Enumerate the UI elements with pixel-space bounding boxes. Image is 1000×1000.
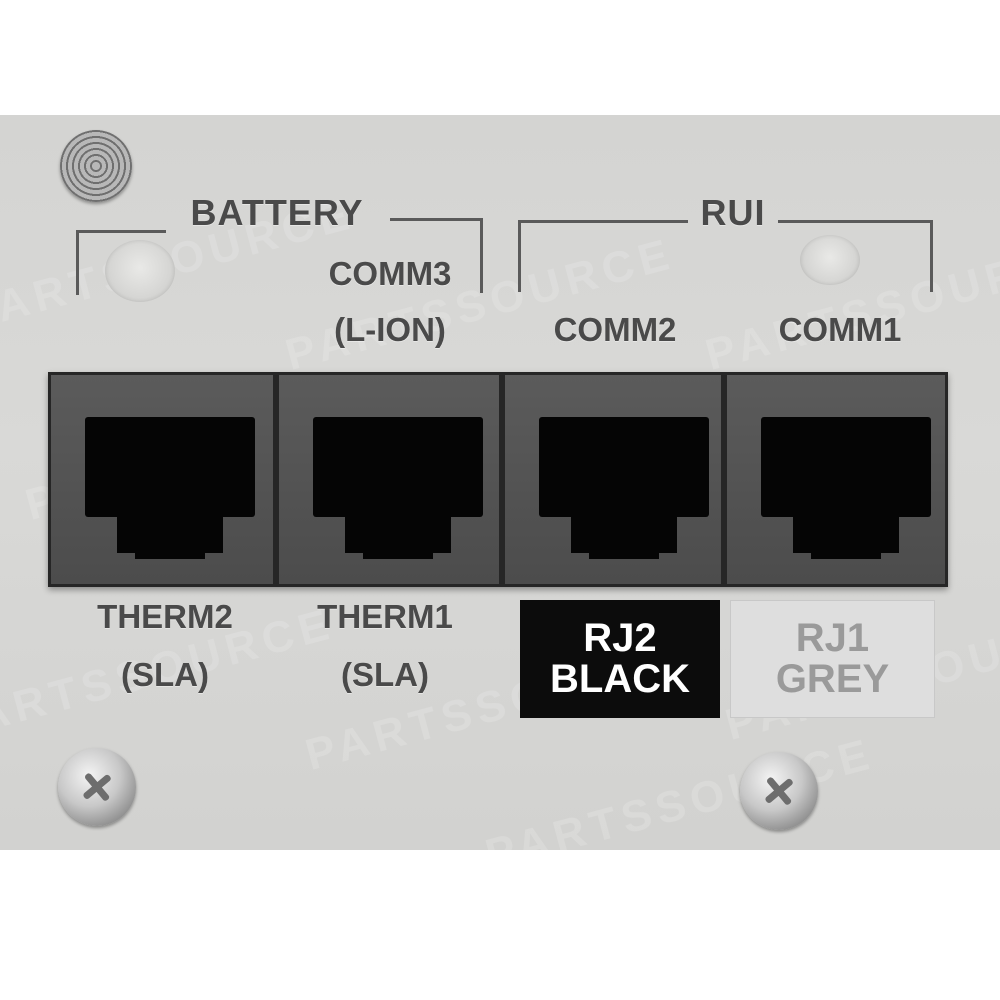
comm2-label: COMM2 (553, 311, 677, 348)
rui-bracket-right (778, 220, 933, 223)
socket-tab (135, 551, 205, 559)
phillips-screw-icon (740, 752, 818, 830)
socket-opening (761, 417, 931, 517)
rui-bracket-left-leg (518, 220, 521, 292)
rui-group-label: RUI (700, 192, 766, 233)
rj2-tag-line2: BLACK (550, 656, 690, 701)
comm3-label: COMM3 (328, 255, 452, 292)
comm1-label: COMM1 (778, 311, 902, 348)
threaded-screw-icon (60, 130, 132, 202)
socket-opening (539, 417, 709, 517)
socket-opening (85, 417, 255, 517)
phillips-screw-icon (58, 748, 136, 826)
battery-bracket-left-leg (76, 230, 79, 295)
socket-tab (345, 517, 451, 553)
therm1-sub-label: (SLA) (341, 656, 429, 693)
socket-tab (571, 517, 677, 553)
rj1-tag-line2: GREY (775, 656, 890, 701)
rj1-grey-tag: RJ1 GREY (730, 600, 935, 718)
rui-bracket-left (518, 220, 688, 223)
socket-tab (589, 551, 659, 559)
rj2-black-tag: RJ2 BLACK (520, 600, 720, 718)
rj1-tag-line1: RJ1 (795, 616, 870, 660)
standoff-icon (105, 240, 175, 302)
rj-jack-block (48, 372, 948, 587)
battery-bracket-left (76, 230, 166, 233)
socket-tab (793, 517, 899, 553)
battery-group-label: BATTERY (190, 192, 364, 233)
therm1-jack[interactable] (276, 372, 502, 587)
socket-tab (363, 551, 433, 559)
rui-bracket-right-leg (930, 220, 933, 292)
therm2-sub-label: (SLA) (121, 656, 209, 693)
socket-tab (811, 551, 881, 559)
rj2-tag-line1: RJ2 (583, 616, 657, 660)
therm1-label: THERM1 (317, 598, 453, 635)
socket-opening (313, 417, 483, 517)
standoff-icon (800, 235, 860, 285)
comm3-sub-label: (L-ION) (334, 311, 446, 348)
comm1-jack[interactable] (724, 372, 948, 587)
socket-tab (117, 517, 223, 553)
therm2-jack[interactable] (48, 372, 276, 587)
battery-bracket-right-leg (480, 218, 483, 293)
therm2-label: THERM2 (97, 598, 233, 635)
comm2-jack[interactable] (502, 372, 724, 587)
battery-bracket-right (390, 218, 482, 221)
